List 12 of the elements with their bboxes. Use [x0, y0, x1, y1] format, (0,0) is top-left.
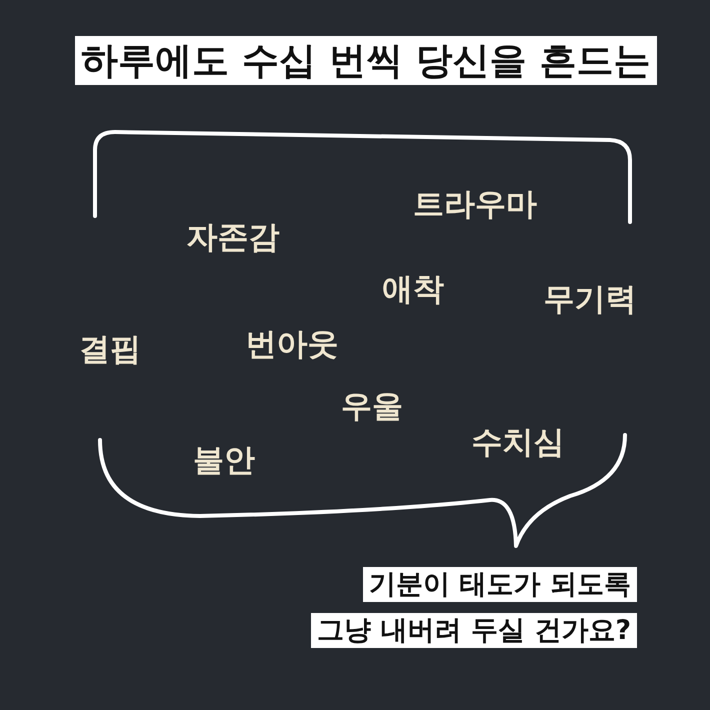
emotion-word: 애착 [382, 274, 444, 306]
emotion-word: 무기력 [544, 284, 636, 316]
emotion-word: 수치심 [472, 428, 564, 458]
question-banner: 그냥 내버려 두실 건가요? [311, 613, 637, 648]
emotion-word: 불안 [193, 446, 255, 476]
emotion-word: 결핍 [79, 334, 141, 366]
emotion-word: 트라우마 [413, 190, 537, 220]
emotion-word: 자존감 [186, 222, 280, 254]
emotion-word: 우울 [341, 392, 403, 422]
emotion-word: 번아웃 [246, 330, 338, 360]
question-banner: 기분이 태도가 되도록 [363, 567, 637, 602]
title-banner: 하루에도 수십 번씩 당신을 흔드는 [75, 36, 657, 85]
